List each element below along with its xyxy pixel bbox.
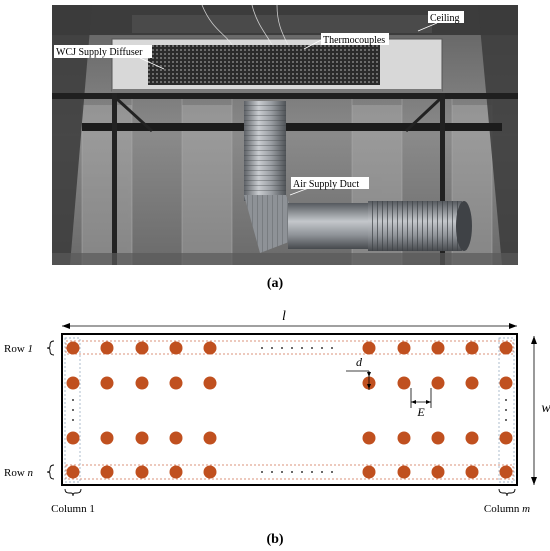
row-n-label: Row n	[4, 467, 34, 479]
width-arrow-bottom	[531, 477, 537, 485]
row-1-guide	[65, 340, 514, 355]
ceiling-leader	[417, 22, 438, 32]
nozzle	[100, 465, 114, 479]
spacing-arrow-left	[411, 400, 416, 404]
thermocouples-label: Thermocouples	[323, 35, 385, 46]
vertical-ellipsis-right	[505, 399, 507, 421]
length-label: l	[282, 309, 286, 324]
nozzle	[431, 341, 445, 355]
nozzle	[203, 341, 217, 355]
nozzle	[203, 431, 217, 445]
nozzle	[397, 431, 411, 445]
nozzle	[100, 376, 114, 390]
nozzle	[499, 431, 513, 445]
nozzle	[397, 465, 411, 479]
caption-a: (a)	[266, 276, 284, 291]
nozzle	[397, 376, 411, 390]
column-1-label: Column 1	[51, 503, 95, 515]
diffuser-plate-outline	[61, 333, 518, 486]
nozzle	[66, 465, 80, 479]
diameter-arrow-top	[367, 372, 371, 377]
nozzle	[169, 431, 183, 445]
nozzle-right-group	[362, 341, 513, 479]
nozzle	[397, 341, 411, 355]
length-arrow-right	[509, 323, 517, 329]
spacing-label: E	[416, 405, 425, 419]
nozzle	[499, 376, 513, 390]
photo-panel: Ceiling Thermocouples WCJ Supply Diffuse…	[52, 5, 518, 265]
thermocouples-leader	[303, 38, 324, 50]
nozzle	[135, 431, 149, 445]
nozzle	[465, 341, 479, 355]
nozzle	[66, 341, 80, 355]
column-m-label: Column m	[484, 503, 530, 515]
diffuser-leader	[139, 57, 165, 70]
nozzle	[100, 431, 114, 445]
nozzle	[203, 376, 217, 390]
nozzle	[362, 465, 376, 479]
row-1-label: Row 1	[4, 343, 33, 355]
column-1-bracket	[64, 488, 82, 497]
nozzle	[362, 431, 376, 445]
nozzle	[499, 341, 513, 355]
nozzle	[431, 465, 445, 479]
column-1-guide	[64, 337, 81, 483]
nozzle	[362, 341, 376, 355]
nozzle	[66, 376, 80, 390]
column-m-guide	[498, 337, 515, 483]
diffuser-label-box	[54, 45, 152, 58]
vertical-ellipsis-left	[72, 399, 74, 421]
nozzle	[135, 465, 149, 479]
nozzle	[135, 376, 149, 390]
width-label: w	[541, 401, 550, 416]
row-n-bracket	[46, 464, 55, 480]
nozzle-layout-schematic: l w	[4, 309, 550, 515]
nozzle	[169, 341, 183, 355]
caption-b: (b)	[266, 532, 284, 547]
photo-illustration: Ceiling Thermocouples WCJ Supply Diffuse…	[52, 5, 518, 265]
nozzle	[169, 465, 183, 479]
nozzle	[431, 376, 445, 390]
spacing-arrow-right	[426, 400, 431, 404]
nozzle	[203, 465, 217, 479]
thermocouples-label-box	[321, 33, 389, 45]
length-arrow-left	[62, 323, 70, 329]
nozzle	[431, 431, 445, 445]
diameter-arrow-bottom	[367, 384, 371, 389]
ceiling-label: Ceiling	[430, 13, 459, 24]
duct-label-box	[291, 177, 369, 189]
nozzle	[135, 341, 149, 355]
nozzle	[465, 465, 479, 479]
nozzle	[465, 431, 479, 445]
horizontal-ellipsis-top	[261, 347, 333, 349]
ceiling-label-box	[428, 11, 464, 23]
nozzle	[169, 376, 183, 390]
nozzle-left-group	[66, 341, 217, 479]
row-n-guide	[65, 464, 514, 480]
nozzle	[66, 431, 80, 445]
column-m-bracket	[498, 488, 516, 497]
duct-label: Air Supply Duct	[293, 179, 359, 190]
diameter-label: d	[356, 355, 363, 369]
nozzle	[100, 341, 114, 355]
horizontal-ellipsis-bottom	[261, 471, 333, 473]
width-arrow-top	[531, 336, 537, 344]
diffuser-label: WCJ Supply Diffuser	[56, 47, 143, 58]
row-1-bracket	[46, 340, 55, 356]
nozzle	[499, 465, 513, 479]
nozzle	[465, 376, 479, 390]
